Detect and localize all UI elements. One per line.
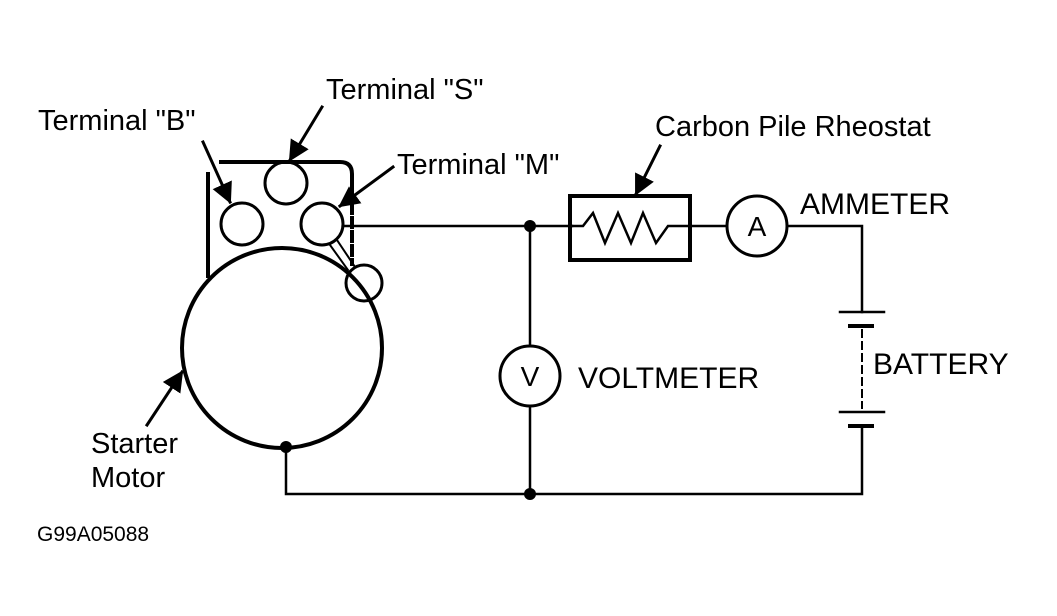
resistor-zigzag: [570, 209, 692, 247]
junction-dot-top: [524, 220, 536, 232]
arrow-terminal-m: [337, 164, 396, 209]
figure-code: G99A05088: [37, 523, 149, 546]
label-starter: Starter: [91, 428, 178, 460]
rheostat-box: [568, 194, 692, 262]
label-terminal-b: Terminal "B": [38, 105, 196, 137]
terminal-s: [263, 160, 309, 206]
label-motor: Motor: [91, 462, 165, 494]
arrow-starter-motor: [144, 369, 185, 428]
circuit-wiring: [280, 220, 864, 500]
terminal-m: [299, 201, 345, 247]
arrow-carbon-pile: [633, 143, 663, 197]
ammeter-symbol: A: [748, 211, 767, 242]
solenoid-housing: [219, 160, 354, 190]
label-voltmeter: VOLTMETER: [578, 362, 759, 395]
voltmeter-symbol: V: [521, 361, 540, 392]
junction-dot-motor: [280, 441, 292, 453]
label-battery: BATTERY: [873, 348, 1009, 381]
battery: [838, 310, 886, 428]
ammeter-circle: [725, 194, 789, 258]
wire-ground-return: [284, 424, 864, 496]
label-terminal-s: Terminal "S": [326, 74, 484, 106]
motor-body: [180, 246, 384, 450]
leader-arrows: [144, 104, 663, 428]
field-terminal: [344, 263, 384, 303]
label-carbon-pile-rheostat: Carbon Pile Rheostat: [655, 111, 931, 143]
arrow-terminal-s: [287, 104, 325, 163]
arrow-terminal-b: [201, 140, 232, 204]
starter-motor: [180, 160, 384, 450]
wire-ammeter-to-battery: [785, 224, 864, 314]
field-lead-2: [328, 243, 350, 272]
field-lead-1: [335, 238, 357, 269]
label-terminal-m: Terminal "M": [397, 149, 559, 181]
voltmeter: V: [498, 344, 562, 408]
label-ammeter: AMMETER: [800, 188, 950, 221]
ammeter: A: [725, 194, 789, 258]
terminal-b: [219, 201, 265, 247]
carbon-pile-rheostat: [568, 194, 692, 262]
voltmeter-circle: [498, 344, 562, 408]
junction-dot-bottom: [524, 488, 536, 500]
